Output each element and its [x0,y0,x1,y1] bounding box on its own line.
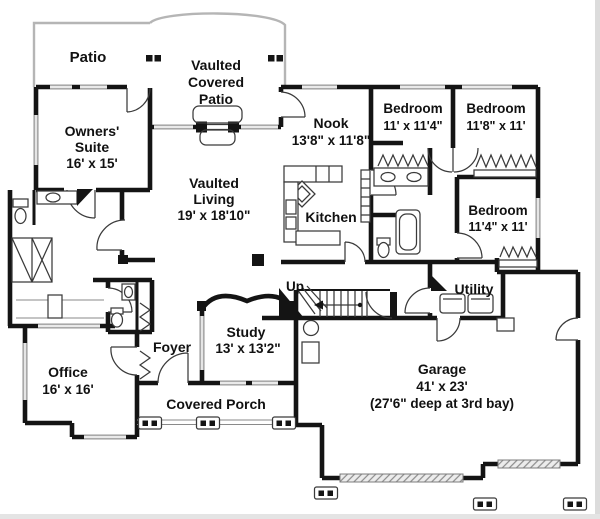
label-nook: Nook [314,115,349,131]
label-patio: Patio [70,49,107,66]
utility-fixtures [431,275,515,332]
porch-and-vents [137,416,588,511]
closet-rods [377,153,538,268]
vent [472,497,498,511]
label-covered-patio-2: Covered [188,74,244,90]
stairs [296,285,390,317]
patio-slider [192,105,243,146]
label-garage: Garage [418,361,466,377]
label-owners-suite-1: Owners' [65,123,120,139]
windows [22,84,541,440]
label-bedroom3-dims: 11'4" x 11' [468,220,527,234]
label-bedroom1-dims: 11' x 11'4" [383,119,442,133]
label-bedroom2-dims: 11'8" x 11' [466,119,525,133]
vent [271,416,297,430]
vent [137,416,163,430]
vent [313,486,339,500]
label-kitchen: Kitchen [305,209,356,225]
label-covered-patio-1: Vaulted [191,57,241,73]
kitchen-counter [283,165,371,246]
vent [562,497,588,511]
label-garage-dims: 41' x 23' [416,379,467,394]
label-living-1: Vaulted [189,175,239,191]
label-utility: Utility [455,281,494,297]
master-bath [11,189,104,319]
label-office: Office [48,364,88,380]
vent [195,416,221,430]
label-up: Up [286,279,304,294]
patio-outline [32,12,287,87]
hall-bath [373,167,429,259]
label-nook-dims: 13'8" x 11'8" [292,133,371,148]
label-garage-note: (27'6" deep at 3rd bay) [370,396,514,411]
room-labels: Patio Vaulted Covered Patio Owners' Suit… [42,49,527,412]
label-living-dims: 19' x 18'10" [178,208,251,223]
label-bedroom1: Bedroom [383,101,442,116]
label-study-dims: 13' x 13'2" [215,341,280,356]
doors [66,87,579,384]
label-covered-patio-3: Patio [199,91,233,107]
label-covered-porch: Covered Porch [166,396,266,412]
label-living-2: Living [193,191,234,207]
garage-fixtures [301,319,561,483]
powder-room [110,283,136,328]
label-owners-suite-2: Suite [75,139,109,155]
label-foyer: Foyer [153,339,192,355]
label-bedroom3: Bedroom [468,203,527,218]
label-office-dims: 16' x 16' [42,382,93,397]
label-study: Study [227,324,266,340]
label-owners-suite-dims: 16' x 15' [66,156,117,171]
label-bedroom2: Bedroom [466,101,525,116]
